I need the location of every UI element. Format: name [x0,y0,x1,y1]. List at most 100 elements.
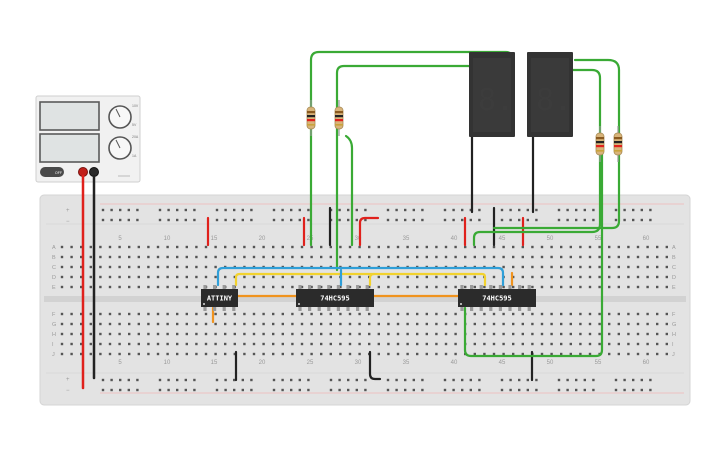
breadboard-hole[interactable] [665,285,668,289]
breadboard-hole[interactable] [435,245,438,249]
breadboard-hole[interactable] [272,378,276,382]
breadboard-hole[interactable] [540,285,544,289]
breadboard-hole[interactable] [320,352,323,356]
breadboard-hole[interactable] [307,388,310,392]
breadboard-hole[interactable] [156,265,160,269]
breadboard-hole[interactable] [156,245,160,249]
breadboard-hole[interactable] [233,208,236,212]
breadboard-hole[interactable] [425,275,428,279]
breadboard-hole[interactable] [464,285,467,289]
breadboard-hole[interactable] [137,312,140,316]
breadboard-hole[interactable] [108,275,112,279]
breadboard-hole[interactable] [492,312,496,316]
breadboard-hole[interactable] [262,285,265,289]
breadboard-hole[interactable] [579,265,582,269]
breadboard-hole[interactable] [156,352,160,356]
breadboard-hole[interactable] [128,285,131,289]
breadboard-hole[interactable] [608,312,611,316]
breadboard-hole[interactable] [540,322,544,326]
breadboard-hole[interactable] [348,352,352,356]
breadboard-hole[interactable] [158,208,162,212]
breadboard-hole[interactable] [185,285,188,289]
breadboard-hole[interactable] [214,342,217,346]
breadboard-hole[interactable] [281,342,284,346]
breadboard-hole[interactable] [233,322,236,326]
breadboard-hole[interactable] [250,208,253,212]
breadboard-hole[interactable] [592,388,595,392]
breadboard-hole[interactable] [526,208,529,212]
breadboard-hole[interactable] [233,275,236,279]
green-wire[interactable] [472,68,602,247]
breadboard-hole[interactable] [147,265,150,269]
breadboard-hole[interactable] [339,312,342,316]
breadboard-hole[interactable] [215,388,219,392]
breadboard-hole[interactable] [204,275,208,279]
breadboard-hole[interactable] [368,342,371,346]
breadboard-hole[interactable] [195,275,198,279]
green-wire[interactable] [463,143,604,358]
breadboard-hole[interactable] [492,285,496,289]
breadboard-hole[interactable] [224,342,227,346]
breadboard-hole[interactable] [320,275,323,279]
breadboard-hole[interactable] [243,312,246,316]
breadboard-hole[interactable] [347,218,350,222]
breadboard-hole[interactable] [478,388,481,392]
breadboard-hole[interactable] [185,245,188,249]
breadboard-hole[interactable] [473,285,476,289]
breadboard-hole[interactable] [443,388,447,392]
breadboard-hole[interactable] [156,332,160,336]
breadboard-hole[interactable] [636,255,640,259]
breadboard-hole[interactable] [492,255,496,259]
breadboard-hole[interactable] [60,275,64,279]
breadboard-hole[interactable] [386,208,390,212]
breadboard-hole[interactable] [575,218,578,222]
breadboard-hole[interactable] [469,388,472,392]
resistor[interactable] [595,126,605,162]
breadboard-hole[interactable] [338,218,341,222]
breadboard-hole[interactable] [377,322,380,326]
breadboard-hole[interactable] [614,378,618,382]
breadboard-hole[interactable] [300,312,304,316]
breadboard-hole[interactable] [512,265,515,269]
breadboard-hole[interactable] [320,255,323,259]
breadboard-hole[interactable] [108,255,112,259]
breadboard-hole[interactable] [387,322,390,326]
breadboard-hole[interactable] [307,378,310,382]
breadboard-hole[interactable] [329,342,332,346]
breadboard-hole[interactable] [492,322,496,326]
breadboard-hole[interactable] [396,275,400,279]
breadboard-hole[interactable] [300,245,304,249]
breadboard-hole[interactable] [158,218,162,222]
breadboard-hole[interactable] [521,265,524,269]
breadboard-hole[interactable] [137,352,140,356]
breadboard-hole[interactable] [377,245,380,249]
breadboard-hole[interactable] [128,255,131,259]
breadboard-hole[interactable] [492,352,496,356]
breadboard-hole[interactable] [176,332,179,336]
breadboard-hole[interactable] [368,322,371,326]
breadboard-hole[interactable] [483,322,486,326]
breadboard-hole[interactable] [583,378,586,382]
breadboard-hole[interactable] [329,312,332,316]
breadboard-hole[interactable] [147,245,150,249]
breadboard-hole[interactable] [464,275,467,279]
breadboard-hole[interactable] [80,275,83,279]
breadboard-hole[interactable] [526,218,529,222]
breadboard-hole[interactable] [550,275,553,279]
breadboard-hole[interactable] [241,208,244,212]
breadboard-hole[interactable] [550,312,553,316]
breadboard-hole[interactable] [454,312,457,316]
breadboard-hole[interactable] [195,265,198,269]
breadboard-hole[interactable] [214,332,217,336]
breadboard-hole[interactable] [147,312,150,316]
breadboard-hole[interactable] [623,378,626,382]
breadboard-hole[interactable] [608,332,611,336]
breadboard-hole[interactable] [636,275,640,279]
breadboard-hole[interactable] [535,208,538,212]
breadboard-hole[interactable] [214,322,217,326]
breadboard-hole[interactable] [185,275,188,279]
breadboard-hole[interactable] [60,342,64,346]
breadboard-hole[interactable] [355,208,358,212]
breadboard-hole[interactable] [193,208,196,212]
breadboard-hole[interactable] [627,322,630,326]
